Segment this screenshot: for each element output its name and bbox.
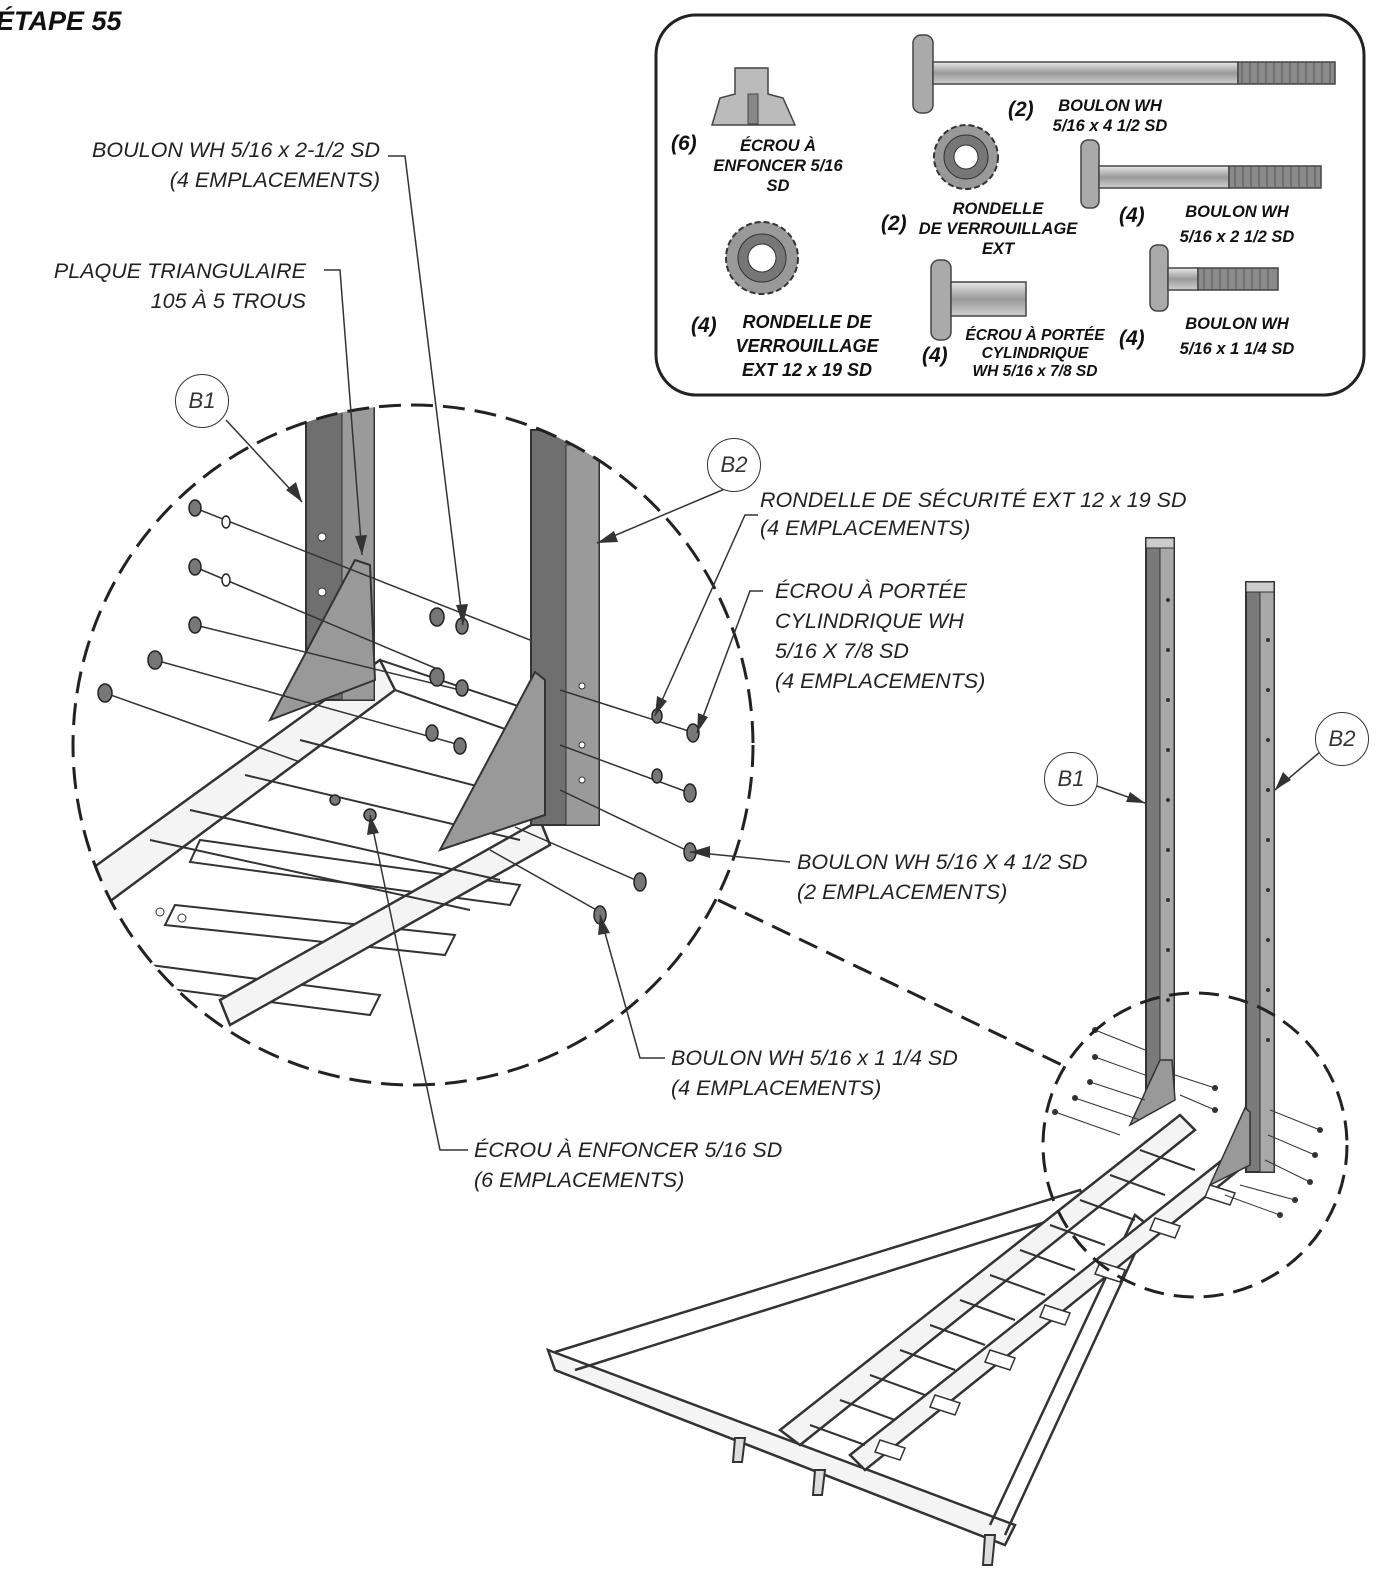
label-tnut: ÉCROU À ENFONCER 5/16 SD (6 EMPLACEMENTS…: [474, 1138, 783, 1192]
long-bolt-icon: [912, 34, 1336, 114]
step-title: ÉTAPE 55: [0, 6, 122, 36]
barrel-nut-icon: [930, 259, 1027, 341]
inv-tnut-qty: (6): [671, 132, 697, 155]
tnut-icon: [710, 67, 797, 126]
label-barrel-nut: ÉCROU À PORTÉE CYLINDRIQUE WH 5/16 X 7/8…: [775, 579, 986, 693]
lock-washer-large-icon: [725, 221, 799, 295]
inv-barrel-nut-qty: (4): [922, 344, 948, 367]
inv-tnut-label: ÉCROU À ENFONCER 5/16 SD: [713, 137, 843, 195]
inv-lock-washer-2-label: RONDELLE DE VERROUILLAGE EXT: [918, 200, 1078, 258]
inv-bolt-212-qty: (4): [1119, 204, 1145, 227]
detail-marker-circle: [1041, 991, 1349, 1299]
inv-bolt-212-label: BOULON WH 5/16 x 2 1/2 SD: [1179, 203, 1295, 246]
inv-lock-washer-2-qty: (2): [881, 212, 907, 235]
magnified-detail: [71, 403, 755, 1087]
medium-bolt-icon: [1080, 139, 1322, 209]
label-triangular-plate: PLAQUE TRIANGULAIRE 105 À 5 TROUS: [53, 259, 306, 313]
lock-washer-icon: [933, 124, 999, 190]
leader-lines: [225, 155, 1321, 1151]
inv-bolt-114-qty: (4): [1119, 327, 1145, 350]
hardware-inventory-box: [654, 13, 1366, 397]
inv-lock-washer-4-qty: (4): [691, 314, 717, 337]
inv-bolt-412-qty: (2): [1008, 98, 1034, 121]
detail-connector-line: [717, 898, 1063, 1067]
inv-bolt-412-label: BOULON WH 5/16 x 4 1/2 SD: [1052, 97, 1168, 135]
label-bolt-4-1-2: BOULON WH 5/16 X 4 1/2 SD (2 EMPLACEMENT…: [797, 850, 1088, 904]
frame-overview: [545, 537, 1323, 1566]
callout-b1: B1: [175, 374, 229, 428]
callout-b2-overview: B2: [1315, 712, 1369, 766]
label-safety-washer: RONDELLE DE SÉCURITÉ EXT 12 x 19 SD (4 E…: [760, 488, 1187, 540]
label-bolt-2-1-2: BOULON WH 5/16 x 2-1/2 SD (4 EMPLACEMENT…: [92, 138, 380, 192]
callout-b1-overview: B1: [1044, 752, 1098, 806]
callout-b2: B2: [707, 438, 761, 492]
label-bolt-1-1-4: BOULON WH 5/16 x 1 1/4 SD (4 EMPLACEMENT…: [671, 1046, 958, 1100]
leader-arrowheads: [286, 482, 1291, 935]
inv-barrel-nut-label: ÉCROU À PORTÉE CYLINDRIQUE WH 5/16 x 7/8…: [965, 327, 1105, 380]
inv-lock-washer-4-label: RONDELLE DE VERROUILLAGE EXT 12 x 19 SD: [735, 312, 879, 380]
short-bolt-icon: [1149, 244, 1279, 312]
inv-bolt-114-label: BOULON WH 5/16 x 1 1/4 SD: [1179, 315, 1295, 358]
